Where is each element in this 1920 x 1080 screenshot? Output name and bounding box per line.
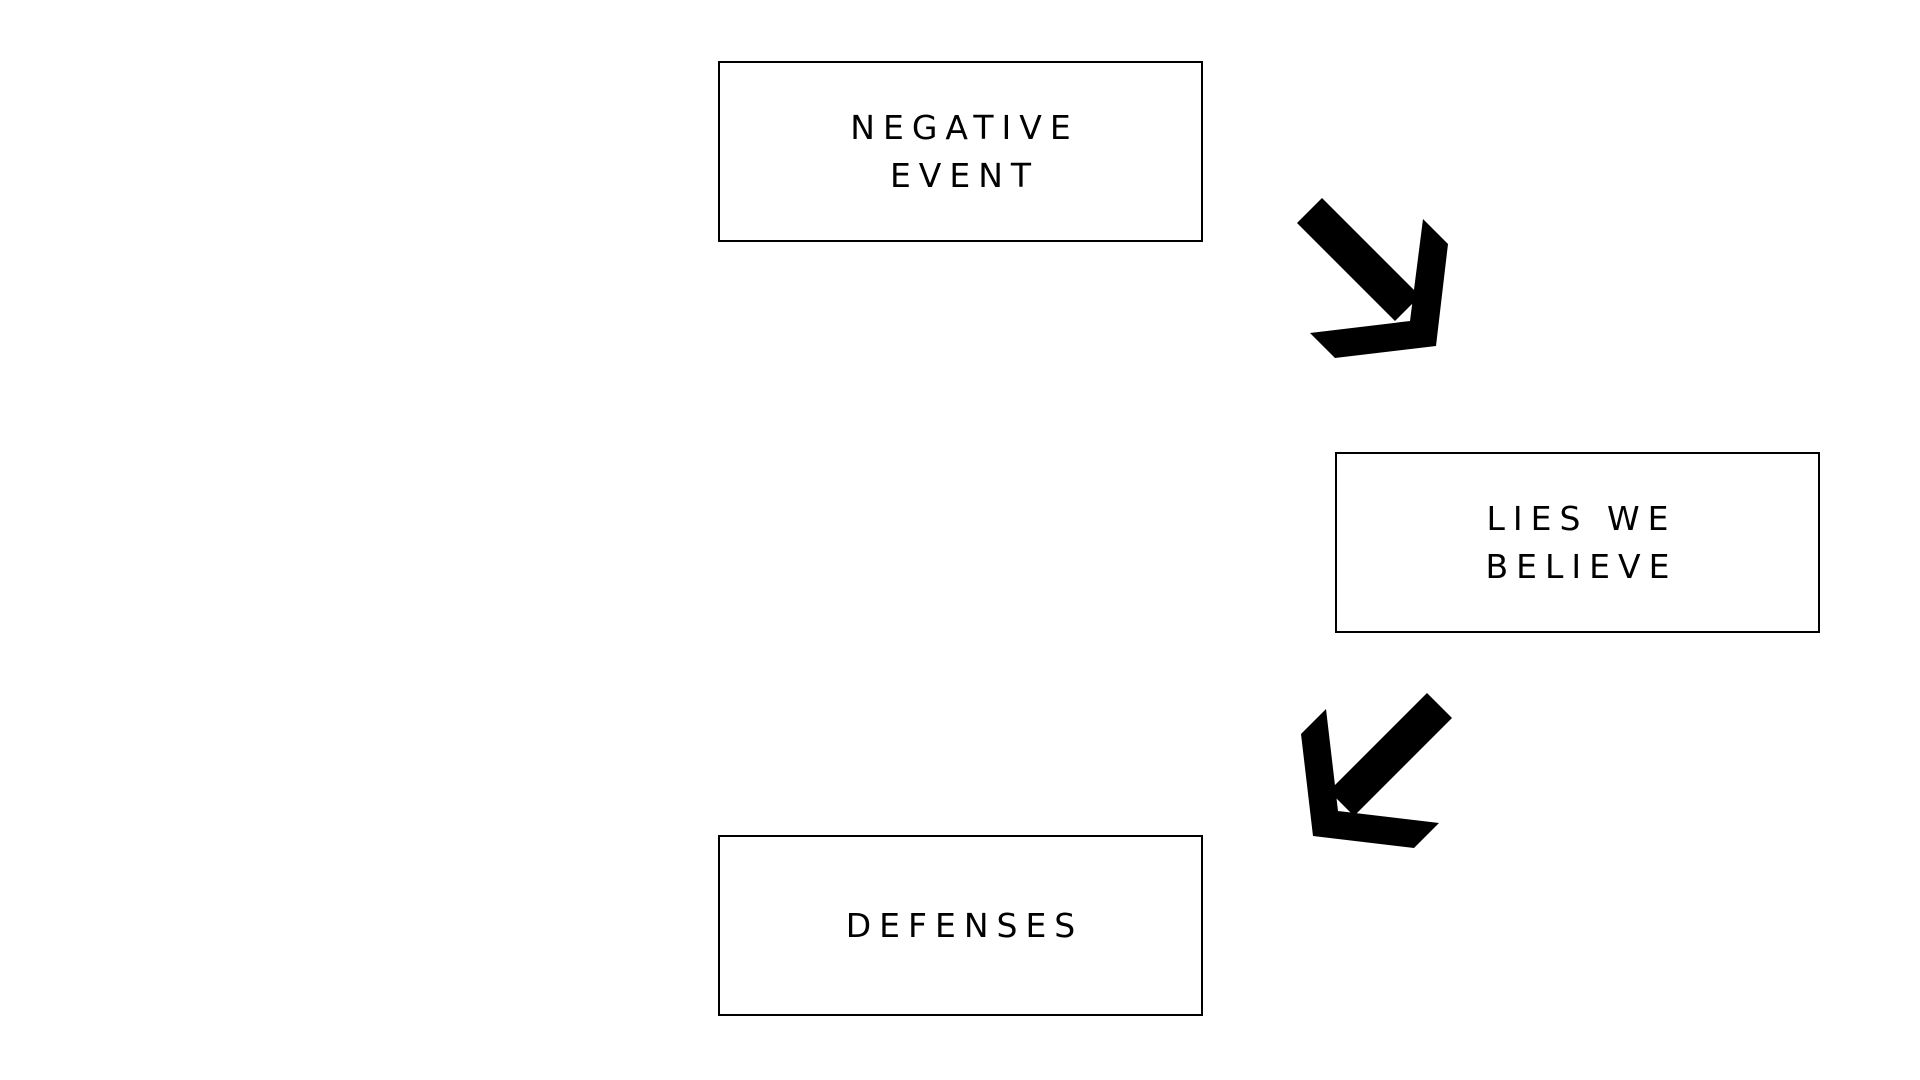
arrow-2-head (1301, 709, 1439, 848)
node-label-lies-we-believe: LIES WE BELIEVE (1485, 498, 1678, 586)
node-label-defenses: DEFENSES (845, 905, 1084, 945)
node-negative-event: NEGATIVE EVENT (718, 61, 1203, 242)
node-defenses: DEFENSES (718, 835, 1203, 1016)
arrow-2-shaft (1329, 693, 1452, 816)
arrow-1-shaft (1297, 198, 1420, 321)
node-lies-we-believe: LIES WE BELIEVE (1335, 452, 1820, 633)
node-label-negative-event: NEGATIVE EVENT (850, 107, 1079, 195)
arrow-1-head (1310, 219, 1448, 358)
